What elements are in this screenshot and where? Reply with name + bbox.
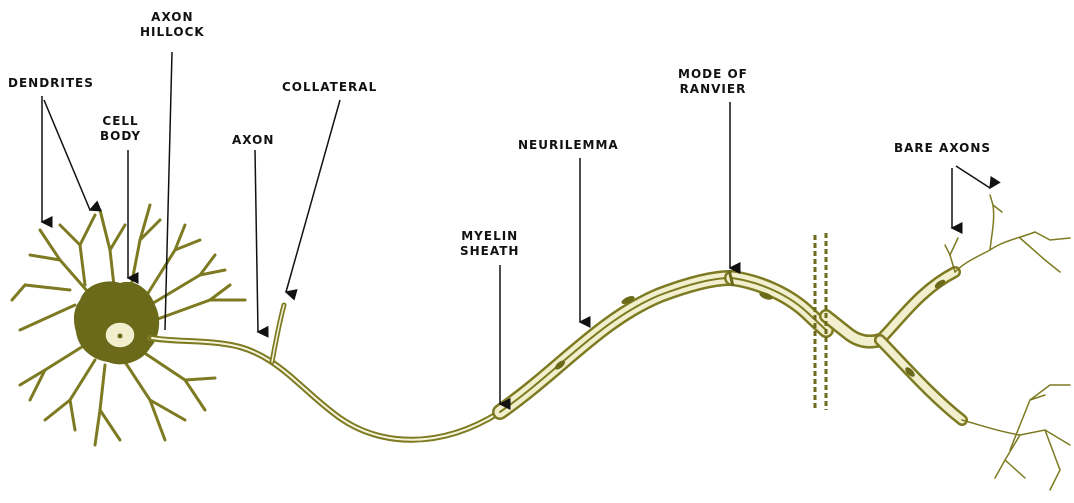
axon-collateral [272,305,284,362]
label-axon: AXON [232,133,274,148]
nucleolus [118,334,123,339]
label-bare-axons: BARE AXONS [894,141,991,156]
label-myelin-sheath: MYELIN SHEATH [460,229,519,259]
arrow-collateral [286,100,340,292]
myelin-sheath [500,272,962,420]
bare-axon-terminals [945,195,1070,490]
label-neurilemma: NEURILEMMA [518,138,619,153]
label-cell-body: CELL BODY [100,114,141,144]
label-collateral: COLLATERAL [282,80,377,95]
label-node-of-ranvier: MODE OF RANVIER [678,67,748,97]
axon-fiber [150,338,500,440]
arrow-axon-hillock [165,52,172,330]
arrow-bare-axons-2 [956,166,990,188]
arrow-axon [255,150,258,332]
arrow-dendrites-2 [44,100,90,210]
label-dendrites: DENDRITES [8,76,94,91]
label-axon-hillock: AXON HILLOCK [140,10,205,40]
